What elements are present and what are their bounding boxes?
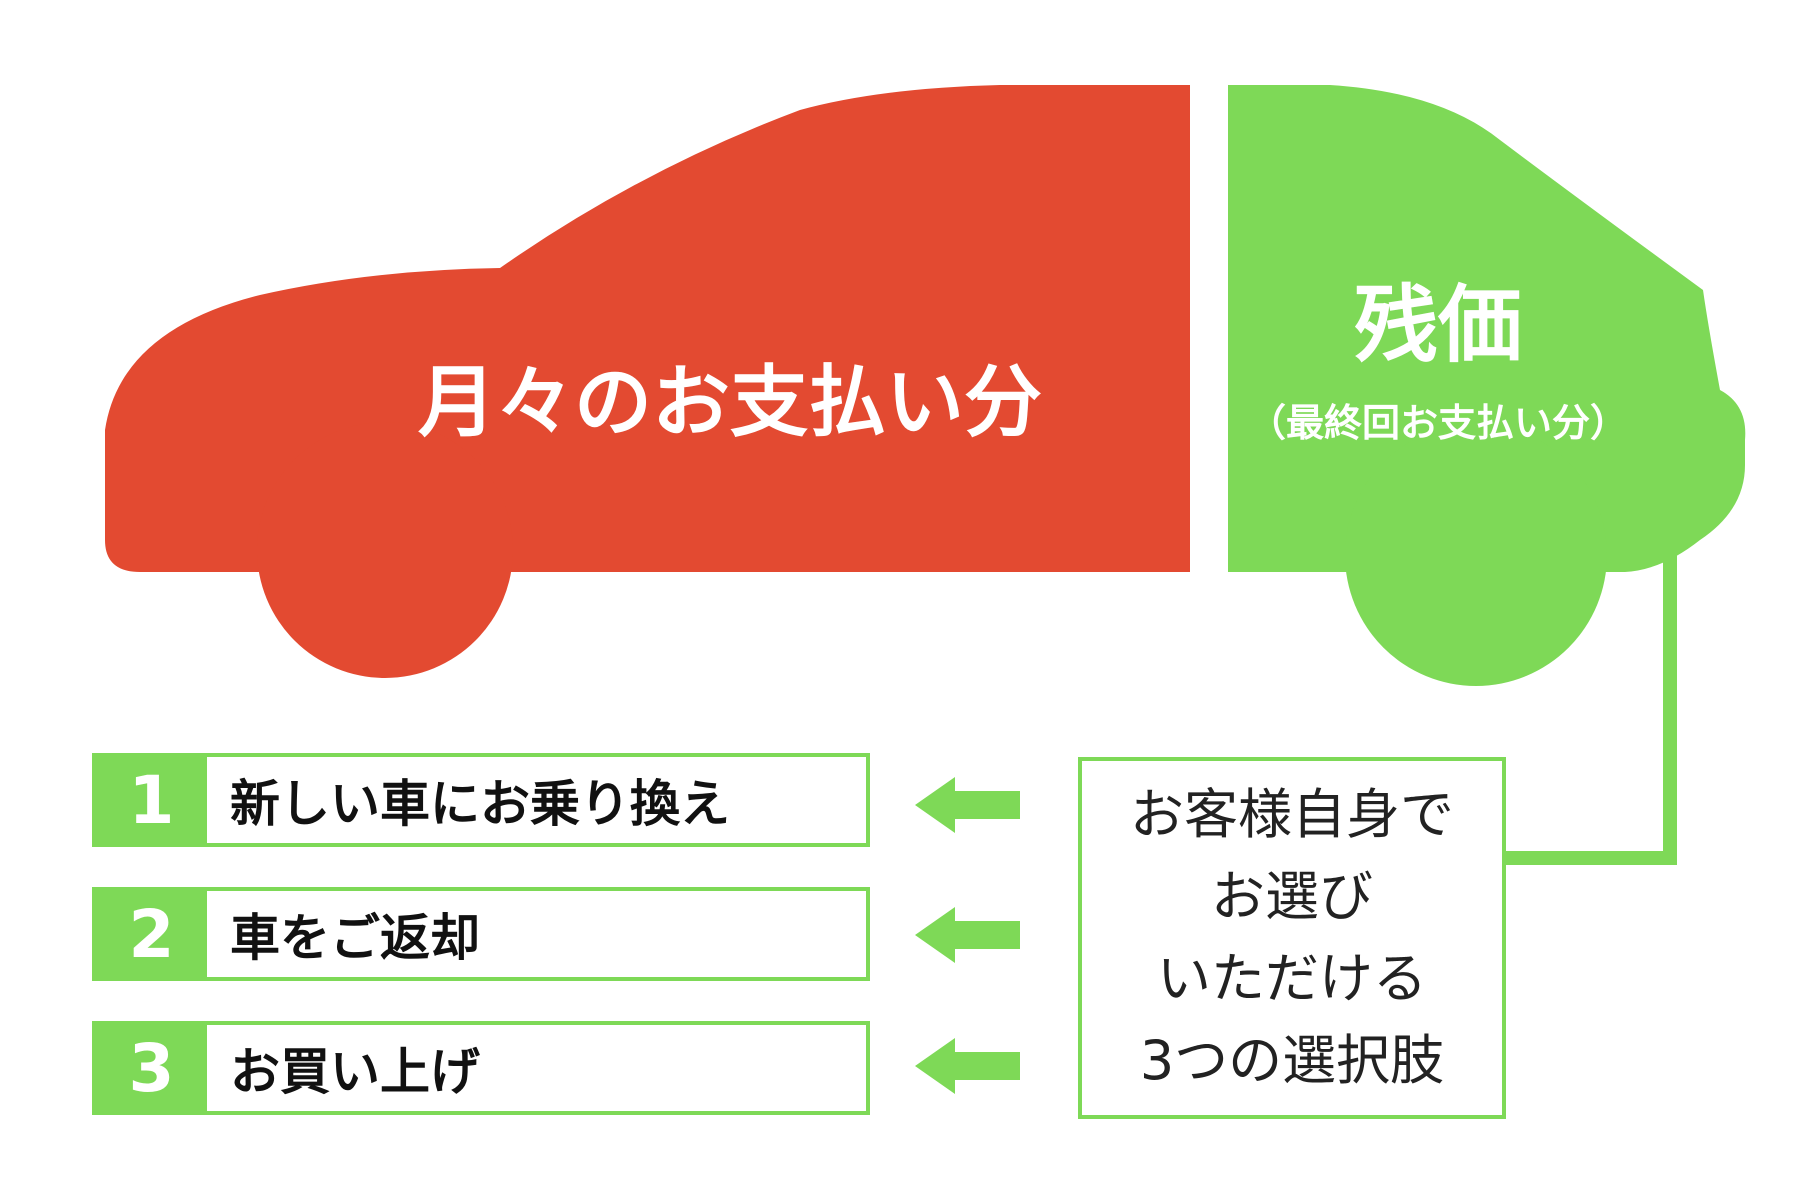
residual-value-sublabel: （最終回お支払い分）	[1247, 401, 1628, 445]
connector-line	[1506, 555, 1677, 865]
choice-line: 3つの選択肢	[1139, 1029, 1445, 1092]
monthly-payment-label: 月々のお支払い分	[417, 358, 1042, 448]
choice-line: いただける	[1157, 947, 1427, 1010]
residual-value-section	[1228, 85, 1746, 686]
monthly-payment-section	[105, 85, 1190, 678]
option-number-badge: 2	[96, 891, 207, 977]
option-label: 車をご返却	[230, 909, 480, 967]
option-row-2: 2 車をご返却	[92, 887, 870, 981]
option-row-1: 1 新しい車にお乗り換え	[92, 753, 870, 847]
arrow-left-icon	[915, 907, 1020, 963]
option-label: お買い上げ	[230, 1043, 480, 1101]
option-label: 新しい車にお乗り換え	[230, 775, 730, 833]
option-number-badge: 1	[96, 757, 207, 843]
choice-description-box: お客様自身で お選び いただける 3つの選択肢	[1078, 757, 1506, 1119]
rear-wheel	[1345, 424, 1607, 686]
choice-line: お選び	[1211, 865, 1373, 928]
car-body-rear	[1228, 85, 1746, 572]
option-row-3: 3 お買い上げ	[92, 1021, 870, 1115]
option-number-badge: 3	[96, 1025, 207, 1111]
choice-line: お客様自身で	[1130, 783, 1454, 846]
arrow-left-icon	[915, 1038, 1020, 1094]
residual-value-label: 残価	[1353, 276, 1522, 374]
arrow-left-icon	[915, 777, 1020, 833]
front-wheel	[257, 422, 513, 678]
